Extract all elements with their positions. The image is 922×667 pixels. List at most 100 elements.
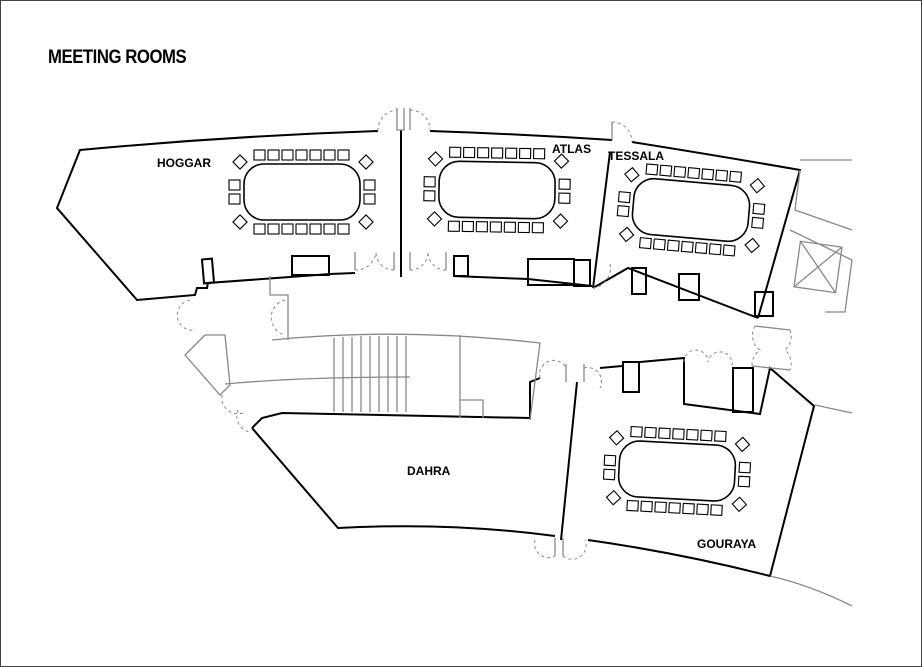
chair — [737, 475, 751, 488]
chair — [363, 193, 376, 205]
chair — [603, 454, 617, 467]
chair — [616, 205, 630, 218]
chair — [687, 167, 701, 180]
chair — [714, 430, 727, 443]
chair — [449, 146, 462, 158]
chair — [618, 226, 635, 243]
cabinet — [631, 267, 647, 295]
chair — [680, 240, 694, 253]
wall-tessala — [631, 141, 802, 319]
chair — [729, 170, 743, 183]
chair — [281, 149, 294, 161]
chair — [358, 214, 374, 230]
chair — [602, 468, 616, 481]
chair — [426, 211, 443, 227]
cabinet — [573, 259, 591, 287]
page-title: MEETING ROOMS — [48, 47, 187, 68]
chair — [232, 214, 248, 230]
chair — [751, 216, 765, 229]
corridor-walls — [184, 108, 853, 607]
chair — [475, 221, 489, 233]
chair — [686, 428, 699, 441]
chair — [363, 179, 376, 191]
chair — [654, 501, 667, 514]
chair — [608, 429, 625, 446]
chair — [477, 147, 490, 159]
chair — [281, 223, 294, 235]
chair — [558, 178, 571, 190]
chair — [700, 429, 713, 442]
chair — [447, 220, 461, 232]
chair — [617, 191, 631, 204]
chair — [638, 237, 652, 250]
table — [617, 440, 737, 502]
chair — [253, 223, 266, 235]
chair — [267, 223, 280, 235]
room-label-gouraya: GOURAYA — [697, 537, 756, 551]
chair — [658, 427, 671, 440]
room-label-hoggar: HOGGAR — [157, 156, 211, 170]
conference-tables — [228, 146, 766, 516]
chair — [503, 221, 516, 233]
chair — [749, 177, 766, 194]
meeting-table-group — [423, 146, 571, 234]
chair — [553, 153, 570, 169]
chair — [337, 223, 350, 235]
chair — [744, 237, 760, 254]
room-label-dahra: DAHRA — [407, 464, 451, 478]
meeting-table-group — [228, 149, 376, 235]
meeting-table-group — [616, 163, 766, 257]
meeting-table-group — [602, 425, 752, 516]
chair — [228, 179, 241, 191]
chair — [645, 163, 659, 176]
chair — [323, 149, 336, 161]
room-label-tessala: TESSALA — [608, 149, 664, 163]
chair — [517, 221, 530, 234]
chair — [659, 164, 673, 177]
wall-tessala-divider — [592, 151, 611, 289]
chair — [295, 223, 308, 235]
chair — [267, 149, 280, 161]
wall-gouraya — [587, 356, 816, 578]
chair — [715, 169, 729, 182]
chair — [423, 190, 436, 202]
chair — [461, 220, 475, 233]
walls — [55, 130, 816, 578]
wall-hoggar — [55, 130, 379, 302]
chair — [295, 149, 308, 161]
chair — [673, 165, 687, 178]
chair — [710, 504, 723, 516]
chair — [531, 222, 544, 234]
chair — [652, 238, 666, 251]
chair — [337, 149, 350, 161]
chair — [640, 500, 653, 513]
stairs — [333, 336, 407, 412]
chair — [630, 425, 643, 438]
chair — [672, 428, 685, 440]
cabinet — [622, 361, 640, 393]
chair — [358, 154, 374, 170]
chair — [708, 243, 722, 256]
chair — [731, 496, 748, 513]
cabinet — [678, 273, 700, 301]
chair — [427, 151, 444, 167]
chair — [309, 223, 322, 235]
chair — [552, 213, 569, 229]
wall-atlas-top — [429, 130, 613, 141]
chair — [463, 146, 476, 159]
chair — [738, 461, 752, 474]
chair — [232, 154, 248, 170]
chair — [666, 239, 680, 252]
room-label-atlas: ATLAS — [552, 142, 591, 156]
chair — [626, 499, 639, 512]
chair — [423, 176, 436, 188]
chair — [644, 426, 657, 439]
pillar — [200, 257, 216, 285]
chair — [309, 149, 322, 161]
chair — [518, 147, 532, 160]
chair — [228, 193, 241, 205]
chair — [490, 147, 504, 159]
chair — [701, 168, 715, 181]
chair — [682, 502, 695, 515]
